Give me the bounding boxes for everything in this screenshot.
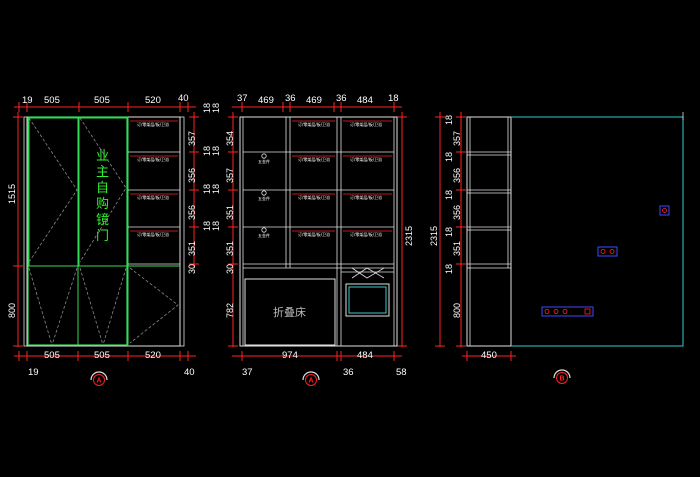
folding-bed-label: 折叠床 (273, 305, 306, 319)
e1-top-dim-5: 40 (178, 93, 189, 104)
e1-shelf-label-3: 订/零架层/板/卫浴 (137, 194, 169, 200)
e2-right-dim-1: 2315 (404, 226, 414, 246)
e1-right-dim-4: 356 (187, 168, 197, 183)
e2-left-dim-9: 30 (225, 264, 235, 274)
e3-inner-dim-9: 18 (444, 264, 454, 274)
e1-right-dim-9: 30 (187, 264, 197, 274)
e2-left-dim-1: 18 (211, 103, 221, 113)
section-marker-b-label: B (560, 376, 565, 383)
e3-inner-dim-2: 357 (452, 131, 462, 146)
e2-shelf-label-2: 订/零架层/板/卫浴 (350, 121, 382, 127)
mirror-door-char-6: 门 (96, 229, 109, 244)
e2-left-dim-7: 18 (211, 221, 221, 231)
e2-shelf-label-6: 订/零架层/板/卫浴 (350, 194, 382, 200)
section-marker-b: B (553, 369, 571, 384)
mirror-door-char-1: 业 (96, 149, 109, 164)
section-marker-a1: A (90, 371, 108, 386)
e2-left-dim-4: 357 (225, 168, 235, 183)
e1-top-dim-4: 520 (145, 95, 161, 106)
e2-shelf-label-3: 订/零架层/板/卫浴 (298, 156, 330, 162)
wall-socket-2 (597, 246, 618, 257)
e2-shelf-label-1: 订/零架层/板/卫浴 (298, 121, 330, 127)
mirror-door-char-5: 镜 (96, 213, 109, 228)
e1-top-dim-3: 505 (94, 95, 110, 106)
e3-inner-dim-10: 800 (452, 303, 462, 318)
e3-inner-dim-1: 18 (444, 115, 454, 125)
e1-edge-dim-1: 19 (28, 367, 39, 378)
e2-knob-label-3: 五金件 (258, 232, 270, 238)
e1-top-dim-1: 19 (22, 95, 33, 106)
e3-inner-dim-8: 351 (452, 241, 462, 256)
e2-shelf-label-7: 订/零架层/板/卫浴 (298, 231, 330, 237)
e2-top-dim-2: 469 (258, 95, 274, 106)
e2-left-dim-6: 351 (225, 205, 235, 220)
e3-left-dim-1: 2315 (429, 226, 439, 246)
wall-socket-1 (659, 205, 670, 216)
e1-shelf-label-4: 订/零架层/板/卫浴 (137, 231, 169, 237)
e1-bottom-dim-3: 520 (145, 350, 161, 361)
elevation-1: 19 505 505 520 40 1515 800 业 主 (7, 93, 212, 386)
e2-top-dim-7: 18 (388, 93, 399, 104)
mirror-door-char-3: 自 (96, 181, 109, 196)
e1-right-dim-5: 18 (202, 184, 212, 194)
mirror-door-char-2: 主 (96, 165, 109, 180)
e2-shelf-label-4: 订/零架层/板/卫浴 (350, 156, 382, 162)
e1-left-dim-2: 800 (7, 303, 17, 318)
e2-shelf-label-8: 订/零架层/板/卫浴 (350, 231, 382, 237)
section-marker-a2: A (302, 371, 320, 386)
e1-shelf-label-2: 订/零架层/板/卫浴 (137, 156, 169, 162)
e2-top-dim-3: 36 (285, 93, 296, 104)
elevation-2: 37 469 36 469 36 484 18 18 354 18 357 18… (211, 93, 414, 386)
e2-shelf-label-5: 订/零架层/板/卫浴 (298, 194, 330, 200)
e1-shelf-label-1: 订/零架层/板/卫浴 (137, 121, 169, 127)
mirror-door-char-4: 购 (96, 196, 109, 212)
e2-bottom-dim-1: 974 (282, 350, 298, 361)
e2-left-dim-3: 18 (211, 146, 221, 156)
e2-left-dim-2: 354 (225, 131, 235, 146)
e2-top-dim-1: 37 (237, 93, 248, 104)
e3-inner-dim-5: 18 (444, 190, 454, 200)
e3-inner-dim-3: 18 (444, 152, 454, 162)
e1-right-dim-6: 356 (187, 205, 197, 220)
e1-top-dim-2: 505 (44, 95, 60, 106)
e2-edge-dim-3: 58 (396, 367, 407, 378)
section-marker-a2-label: A (309, 378, 314, 385)
e2-edge-dim-2: 36 (343, 367, 354, 378)
e2-knob-label-1: 五金件 (258, 158, 270, 164)
e1-right-dim-2: 357 (187, 131, 197, 146)
e2-left-dim-8: 351 (225, 241, 235, 256)
e1-bottom-dim-1: 505 (44, 350, 60, 361)
e1-right-dim-8: 351 (187, 241, 197, 256)
e1-bottom-dim-2: 505 (94, 350, 110, 361)
e1-right-dim-1: 18 (202, 103, 212, 113)
e2-left-dim-5: 18 (211, 184, 221, 194)
e3-bottom-dim-1: 450 (481, 350, 497, 361)
e2-left-dim-10: 782 (225, 303, 235, 318)
section-marker-a1-label: A (97, 378, 102, 385)
e3-inner-dim-6: 356 (452, 205, 462, 220)
e2-top-dim-4: 469 (306, 95, 322, 106)
e1-right-dim-3: 18 (202, 146, 212, 156)
elevation-3: 2315 18 357 18 356 18 356 18 351 18 800 (429, 112, 684, 384)
e3-inner-dim-7: 18 (444, 227, 454, 237)
e2-bottom-dim-2: 484 (357, 350, 373, 361)
e3-inner-dim-4: 356 (452, 168, 462, 183)
e1-edge-dim-2: 40 (184, 367, 195, 378)
e2-top-dim-5: 36 (336, 93, 347, 104)
e1-left-dim-1: 1515 (7, 184, 17, 204)
e2-edge-dim-1: 37 (242, 367, 253, 378)
wall-socket-strip (541, 306, 594, 317)
e1-right-dim-7: 18 (202, 221, 212, 231)
e2-top-dim-6: 484 (357, 95, 373, 106)
e2-knob-label-2: 五金件 (258, 195, 270, 201)
